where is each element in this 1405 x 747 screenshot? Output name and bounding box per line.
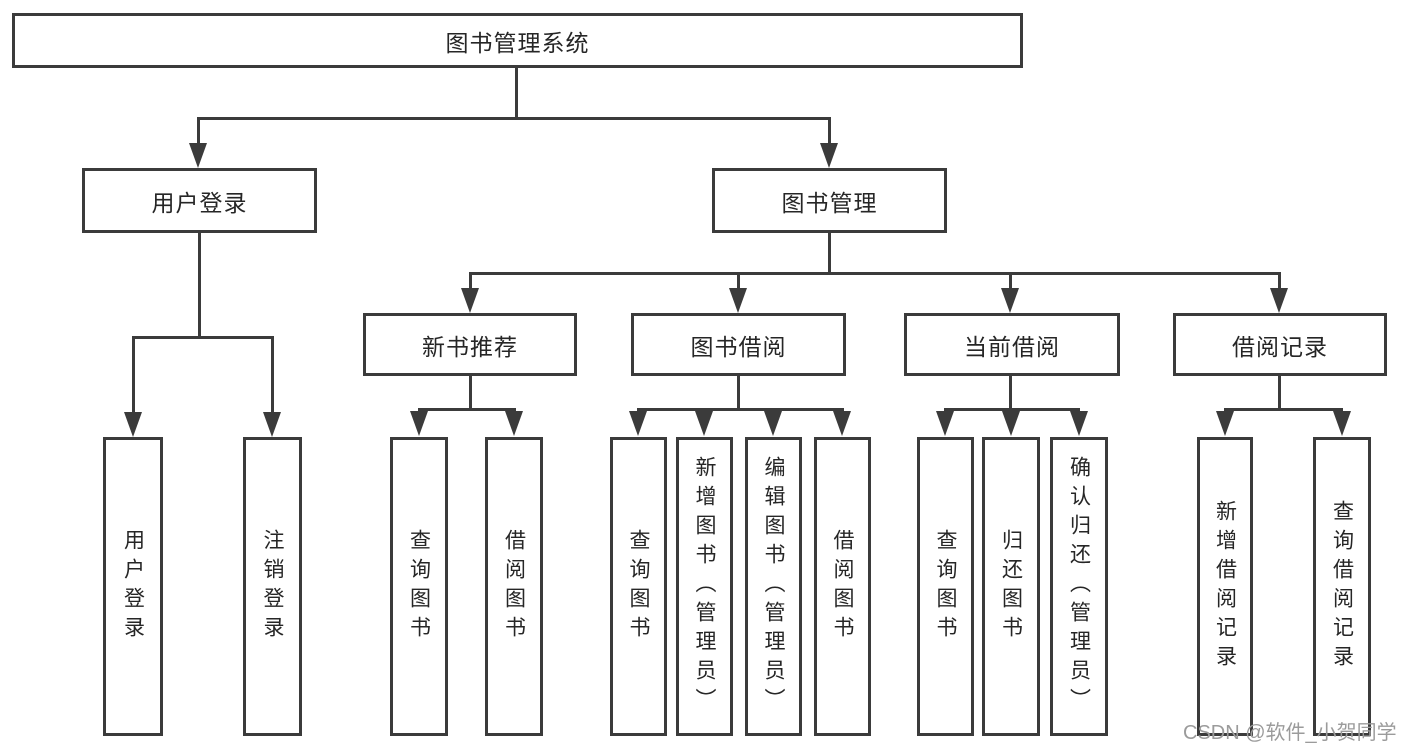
leaf-user-login: 用户登录 xyxy=(103,437,163,736)
leaf-cb-confirm-return: 确认归还（管理员） xyxy=(1050,437,1108,736)
leaf-bb-add-books: 新增图书（管理员） xyxy=(676,437,733,736)
arrowhead-bb-edit xyxy=(764,411,782,436)
node-current-borrow-label: 当前借阅 xyxy=(964,333,1060,360)
arrowhead-login-leaf xyxy=(124,412,142,437)
leaf-nb-query-books-label: 查询图书 xyxy=(407,528,431,645)
arrowhead-user-login xyxy=(189,143,207,168)
connector-login-leaf-stem xyxy=(132,336,135,412)
leaf-br-add-record: 新增借阅记录 xyxy=(1197,437,1253,736)
leaf-br-query-record: 查询借阅记录 xyxy=(1313,437,1371,736)
arrowhead-current-borrow xyxy=(1001,288,1019,313)
arrowhead-borrow-records xyxy=(1270,288,1288,313)
connector-book-borrow-down xyxy=(737,376,740,408)
arrowhead-cb-confirm xyxy=(1070,411,1088,436)
watermark-credit: CSDN @软件_小贺同学 xyxy=(1183,722,1397,744)
leaf-nb-borrow-books-label: 借阅图书 xyxy=(502,528,526,645)
connector-book-mgmt-down xyxy=(828,233,831,272)
node-book-mgmt-label: 图书管理 xyxy=(781,189,878,216)
arrowhead-nb-borrow xyxy=(505,411,523,436)
arrowhead-br-query xyxy=(1333,411,1351,436)
node-borrow-records: 借阅记录 xyxy=(1173,313,1387,376)
connector-current-borrow-down xyxy=(1009,376,1012,408)
node-user-login: 用户登录 xyxy=(82,168,317,233)
connector-book-borrow-bar xyxy=(637,408,844,411)
connector-current-borrow-bar xyxy=(944,408,1080,411)
node-root: 图书管理系统 xyxy=(12,13,1023,68)
leaf-user-login-label: 用户登录 xyxy=(121,528,145,645)
connector-new-book-stem xyxy=(469,272,472,288)
leaf-br-add-record-label: 新增借阅记录 xyxy=(1213,499,1237,674)
connector-borrow-records-stem xyxy=(1278,272,1281,288)
connector-borrow-records-bar xyxy=(1224,408,1343,411)
arrowhead-cb-return xyxy=(1002,411,1020,436)
arrowhead-new-book xyxy=(461,288,479,313)
leaf-logout: 注销登录 xyxy=(243,437,302,736)
connector-book-borrow-stem xyxy=(737,272,740,288)
node-book-borrow-label: 图书借阅 xyxy=(690,333,787,360)
leaf-logout-label: 注销登录 xyxy=(261,528,284,645)
node-root-label: 图书管理系统 xyxy=(445,29,590,56)
leaf-br-query-record-label: 查询借阅记录 xyxy=(1330,499,1354,674)
arrowhead-bb-add xyxy=(695,411,713,436)
arrowhead-nb-query xyxy=(410,411,428,436)
leaf-cb-confirm-return-label: 确认归还（管理员） xyxy=(1067,456,1091,717)
connector-root-bar xyxy=(197,117,831,120)
leaf-nb-query-books: 查询图书 xyxy=(390,437,448,736)
leaf-bb-edit-books-label: 编辑图书（管理员） xyxy=(762,456,785,717)
leaf-bb-edit-books: 编辑图书（管理员） xyxy=(745,437,802,736)
node-book-mgmt: 图书管理 xyxy=(712,168,947,233)
arrowhead-bb-borrow xyxy=(833,411,851,436)
connector-new-book-down xyxy=(469,376,472,408)
arrowhead-logout-leaf xyxy=(263,412,281,437)
node-book-borrow: 图书借阅 xyxy=(631,313,846,376)
leaf-nb-borrow-books: 借阅图书 xyxy=(485,437,543,736)
connector-book-mgmt-bar xyxy=(469,272,1281,275)
connector-user-login-bar xyxy=(132,336,274,339)
node-new-book-rec: 新书推荐 xyxy=(363,313,577,376)
leaf-cb-query-books-label: 查询图书 xyxy=(934,528,957,645)
arrowhead-bb-query xyxy=(629,411,647,436)
leaf-cb-return-books-label: 归还图书 xyxy=(999,528,1023,645)
node-user-login-label: 用户登录 xyxy=(151,189,248,216)
connector-borrow-records-down xyxy=(1278,376,1281,408)
connector-current-borrow-stem xyxy=(1009,272,1012,288)
leaf-cb-query-books: 查询图书 xyxy=(917,437,974,736)
leaf-bb-add-books-label: 新增图书（管理员） xyxy=(693,456,716,717)
leaf-bb-borrow-books-label: 借阅图书 xyxy=(831,528,854,645)
leaf-cb-return-books: 归还图书 xyxy=(982,437,1040,736)
leaf-bb-query-books-label: 查询图书 xyxy=(627,528,650,645)
arrowhead-br-add xyxy=(1216,411,1234,436)
connector-book-mgmt-stem xyxy=(828,117,831,143)
node-new-book-rec-label: 新书推荐 xyxy=(422,333,518,360)
connector-user-login-down xyxy=(198,233,201,336)
connector-root-stem xyxy=(515,68,518,117)
leaf-bb-query-books: 查询图书 xyxy=(610,437,667,736)
node-borrow-records-label: 借阅记录 xyxy=(1232,333,1328,360)
connector-logout-leaf-stem xyxy=(271,336,274,412)
leaf-bb-borrow-books: 借阅图书 xyxy=(814,437,871,736)
node-current-borrow: 当前借阅 xyxy=(904,313,1120,376)
connector-user-login-stem xyxy=(197,117,200,143)
arrowhead-book-mgmt xyxy=(820,143,838,168)
connector-new-book-bar xyxy=(418,408,516,411)
arrowhead-cb-query xyxy=(936,411,954,436)
arrowhead-book-borrow xyxy=(729,288,747,313)
